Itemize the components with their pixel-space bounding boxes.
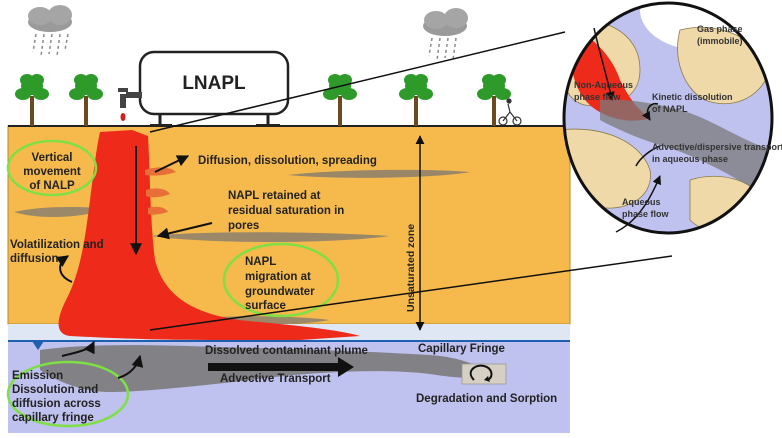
napl-body [58, 130, 360, 340]
label-advective-transport: Advective Transport [220, 373, 331, 385]
zoom-non-aqueous-1: Non-Aqueous [574, 80, 633, 90]
zoom-gas-phase-1: Gas phase [697, 24, 743, 34]
label-capillary-fringe: Capillary Fringe [418, 343, 505, 355]
tree-icon [477, 74, 511, 126]
emission-arrow-2 [117, 354, 144, 379]
zoom-aqueous-flow-1: Aqueous [622, 197, 661, 207]
trees [15, 74, 511, 126]
advective-arrow [208, 357, 354, 377]
label-emission-4: capillary fringe [12, 412, 94, 424]
volatilization-arrow [55, 255, 73, 283]
zoom-gas-phase-2: (immobile) [697, 36, 743, 46]
degradation-icon [461, 363, 507, 385]
zoom-kinetic-1: Kinetic dissolution [652, 92, 733, 102]
tank-label: LNAPL [182, 73, 246, 94]
cloud-icon [423, 8, 468, 61]
zoom-line-bottom [149, 255, 673, 331]
lnapl-tank: LNAPL [138, 50, 290, 126]
spread-arrow [154, 155, 190, 173]
tap-icon [118, 88, 142, 121]
label-migration-3: groundwater [245, 286, 315, 298]
cyclist-icon [498, 98, 522, 126]
water-table-marker [32, 341, 44, 350]
zoom-non-aqueous-2: phase flow [574, 92, 622, 102]
zoom-inset: Gas phase (immobile) Non-Aqueous phase f… [562, 1, 782, 235]
zoom-line-top [149, 31, 566, 133]
ring-vertical-movement [6, 139, 98, 197]
label-dissolved-plume: Dissolved contaminant plume [205, 345, 368, 357]
label-volatilization-1: Volatilization and [10, 239, 104, 251]
tree-icon [15, 74, 49, 126]
label-unsaturated-zone: Unsaturated zone [405, 224, 417, 312]
label-vertical-movement-1: Vertical [32, 152, 73, 164]
residual-lenses [14, 169, 470, 325]
label-retained-3: pores [228, 220, 259, 232]
label-emission-2: Dissolution and [12, 384, 98, 396]
zoom-advective-2: in aqueous phase [652, 154, 728, 164]
emission-arrow-1 [61, 340, 95, 357]
label-vertical-movement-2: movement [23, 166, 81, 178]
label-retained-2: residual saturation in [228, 205, 344, 217]
arrows [55, 31, 673, 379]
zoom-advective-1: Advective/dispersive transport [652, 142, 782, 152]
label-volatilization-2: diffusion [10, 253, 59, 265]
tree-icon [323, 74, 357, 126]
tree-icon [399, 74, 433, 126]
label-emission-3: diffusion across [12, 398, 101, 410]
label-emission-1: Emission [12, 370, 63, 382]
label-retained-1: NAPL retained at [228, 190, 321, 202]
label-migration-2: migration at [245, 271, 311, 283]
cloud-icon [28, 5, 72, 57]
retained-arrow [156, 222, 213, 240]
highlight-rings [6, 139, 340, 428]
label-migration-4: surface [245, 300, 286, 312]
label-migration-1: NAPL [245, 256, 276, 268]
zoom-kinetic-2: of NAPL [652, 104, 688, 114]
tree-icon [69, 74, 103, 126]
napl-fingers [145, 167, 176, 215]
ring-migration [222, 242, 340, 318]
zoom-aqueous-flow-2: phase flow [622, 209, 670, 219]
label-vertical-movement-3: of NALP [29, 180, 75, 192]
label-diffusion-spreading: Diffusion, dissolution, spreading [198, 155, 377, 167]
ring-emission [6, 360, 130, 428]
label-degradation: Degradation and Sorption [416, 393, 557, 405]
